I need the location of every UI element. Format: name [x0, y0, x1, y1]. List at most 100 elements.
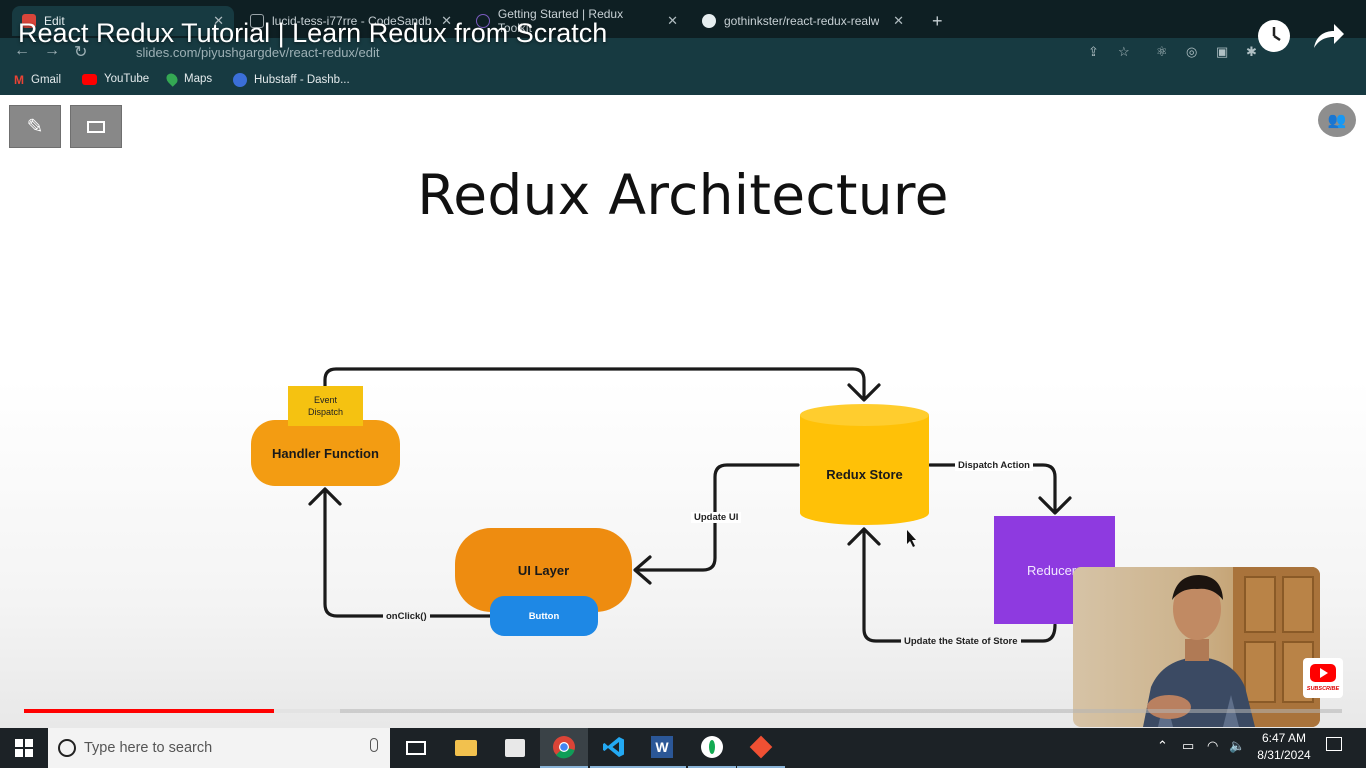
folder-icon — [455, 740, 477, 756]
people-icon: 👥 — [1327, 112, 1347, 129]
onclick-label: onClick() — [383, 611, 430, 622]
ui-layer-label: UI Layer — [517, 562, 570, 578]
video-progress-bar[interactable] — [24, 709, 1342, 713]
star-icon[interactable]: ☆ — [1118, 44, 1130, 59]
tab-label: gothinkster/react-redux-realw — [724, 14, 880, 28]
store-bag-icon — [505, 739, 525, 757]
bookmark-youtube[interactable]: YouTube — [82, 73, 149, 85]
present-button[interactable] — [70, 105, 122, 148]
git-gui-button[interactable] — [737, 728, 785, 768]
subscribe-badge[interactable]: SUBSCRIBE — [1303, 658, 1343, 698]
windows-logo-icon — [15, 739, 33, 757]
new-tab-button[interactable]: + — [932, 10, 943, 31]
bookmark-gmail[interactable]: M Gmail — [14, 73, 61, 87]
microphone-icon[interactable] — [370, 738, 378, 752]
share-arrow-icon[interactable] — [1310, 20, 1346, 57]
extension-image-icon[interactable]: ▣ — [1216, 44, 1229, 59]
event-dispatch-label: Event Dispatch — [307, 395, 343, 417]
dispatch-action-label: Dispatch Action — [955, 460, 1033, 471]
play-triangle-icon — [1320, 668, 1328, 678]
webcam-presenter-video — [1073, 567, 1320, 727]
codesandbox-favicon-icon — [250, 14, 264, 28]
update-state-label: Update the State of Store — [901, 636, 1021, 647]
vscode-button[interactable] — [590, 728, 638, 768]
reducers-label: Reducers — [1027, 562, 1083, 578]
gmail-icon: M — [14, 73, 24, 87]
show-hidden-icons-chevron-icon[interactable]: ⌃ — [1157, 738, 1168, 753]
extensions-puzzle-icon[interactable]: ✱ — [1246, 44, 1257, 59]
taskbar-search-box[interactable]: Type here to search — [48, 728, 390, 768]
address-bar-row: ← → ↻ slides.com/piyushgargdev/react-red… — [0, 38, 1366, 68]
handler-function-label: Handler Function — [272, 445, 379, 461]
volume-icon[interactable]: 🔈 — [1229, 738, 1246, 753]
bookmark-label: YouTube — [104, 73, 150, 85]
slide-title: Redux Architecture — [417, 163, 949, 227]
wifi-icon[interactable]: ◠ — [1207, 738, 1219, 753]
slides-favicon-icon — [22, 14, 36, 28]
pen-icon: ✎ — [26, 116, 44, 138]
word-button[interactable]: W — [638, 728, 686, 768]
event-dispatch-node: Event Dispatch — [288, 386, 363, 426]
video-title[interactable]: React Redux Tutorial | Learn Redux from … — [18, 18, 608, 48]
update-ui-label: Update UI — [691, 512, 742, 523]
bookmarks-bar: M Gmail YouTube Maps Hubstaff - Dashb... — [0, 68, 1366, 95]
battery-icon[interactable]: ▭ — [1182, 738, 1195, 753]
windows-taskbar: Type here to search W ⌃ ▭ ◠ 🔈 — [0, 728, 1366, 768]
share-icon[interactable]: ⇪ — [1088, 44, 1099, 59]
monitor-icon — [87, 120, 105, 133]
task-view-button[interactable] — [392, 728, 440, 768]
close-icon[interactable]: ✕ — [893, 13, 904, 28]
button-label: Button — [528, 610, 560, 622]
task-view-icon — [406, 741, 426, 755]
microsoft-store-button[interactable] — [491, 728, 539, 768]
bookmark-label: Gmail — [31, 74, 62, 86]
react-devtools-icon[interactable]: ⚛ — [1156, 44, 1168, 59]
word-icon: W — [651, 736, 673, 758]
tab-edit[interactable]: Edit ✕ — [12, 6, 234, 36]
forward-arrow-icon[interactable]: → — [44, 42, 60, 59]
subscribe-label: SUBSCRIBE — [1306, 686, 1340, 692]
file-explorer-button[interactable] — [442, 728, 490, 768]
browser-tab-bar: Edit ✕ lucid-tess-i77rre - CodeSandb ✕ G… — [0, 0, 1366, 38]
button-node: Button — [490, 596, 598, 636]
tab-github[interactable]: gothinkster/react-redux-realw ✕ — [692, 6, 914, 36]
collaborators-button[interactable]: 👥 — [1318, 103, 1356, 137]
taskbar-clock[interactable]: 6:47 AM 8/31/2024 — [1252, 730, 1316, 764]
youtube-icon — [82, 73, 97, 85]
cortana-circle-icon — [58, 739, 76, 757]
mongodb-compass-button[interactable] — [688, 728, 736, 768]
github-favicon-icon — [702, 14, 716, 28]
maps-pin-icon — [164, 71, 180, 87]
url-field[interactable]: slides.com/piyushgargdev/react-redux/edi… — [136, 45, 380, 60]
mongodb-leaf-icon — [701, 736, 723, 758]
close-icon[interactable]: ✕ — [441, 13, 452, 28]
bookmark-label: Hubstaff - Dashb... — [254, 74, 350, 86]
pen-tool-button[interactable]: ✎ — [9, 105, 61, 148]
bookmark-hubstaff[interactable]: Hubstaff - Dashb... — [233, 73, 350, 87]
watch-later-clock-icon[interactable] — [1258, 20, 1290, 52]
search-placeholder: Type here to search — [84, 740, 213, 756]
clock-time: 6:47 AM — [1261, 731, 1307, 745]
tab-label: Getting Started | Redux Toolkit — [497, 7, 624, 35]
notifications-icon[interactable] — [1326, 737, 1342, 751]
tab-redux-toolkit[interactable]: Getting Started | Redux Toolkit ✕ — [466, 6, 688, 36]
tab-label: Edit — [44, 14, 65, 28]
tab-codesandbox[interactable]: lucid-tess-i77rre - CodeSandb ✕ — [240, 6, 462, 36]
vscode-icon — [603, 737, 624, 757]
back-arrow-icon[interactable]: ← — [14, 42, 30, 59]
windows-start-button[interactable] — [0, 728, 48, 768]
chrome-button[interactable] — [540, 728, 588, 768]
clock-date: 8/31/2024 — [1257, 748, 1311, 762]
chrome-icon — [553, 736, 575, 759]
bookmark-label: Maps — [184, 73, 213, 85]
extension-circle-icon[interactable]: ◎ — [1186, 44, 1198, 59]
reload-icon[interactable]: ↻ — [74, 44, 88, 61]
redux-favicon-icon — [476, 14, 490, 28]
bookmark-maps[interactable]: Maps — [164, 71, 213, 87]
close-icon[interactable]: ✕ — [667, 13, 678, 28]
ui-layer-node: UI Layer — [455, 528, 632, 612]
progress-played — [24, 709, 275, 713]
redux-store-node: Redux Store — [800, 403, 929, 527]
close-icon[interactable]: ✕ — [213, 13, 224, 28]
git-diamond-icon — [749, 735, 773, 759]
